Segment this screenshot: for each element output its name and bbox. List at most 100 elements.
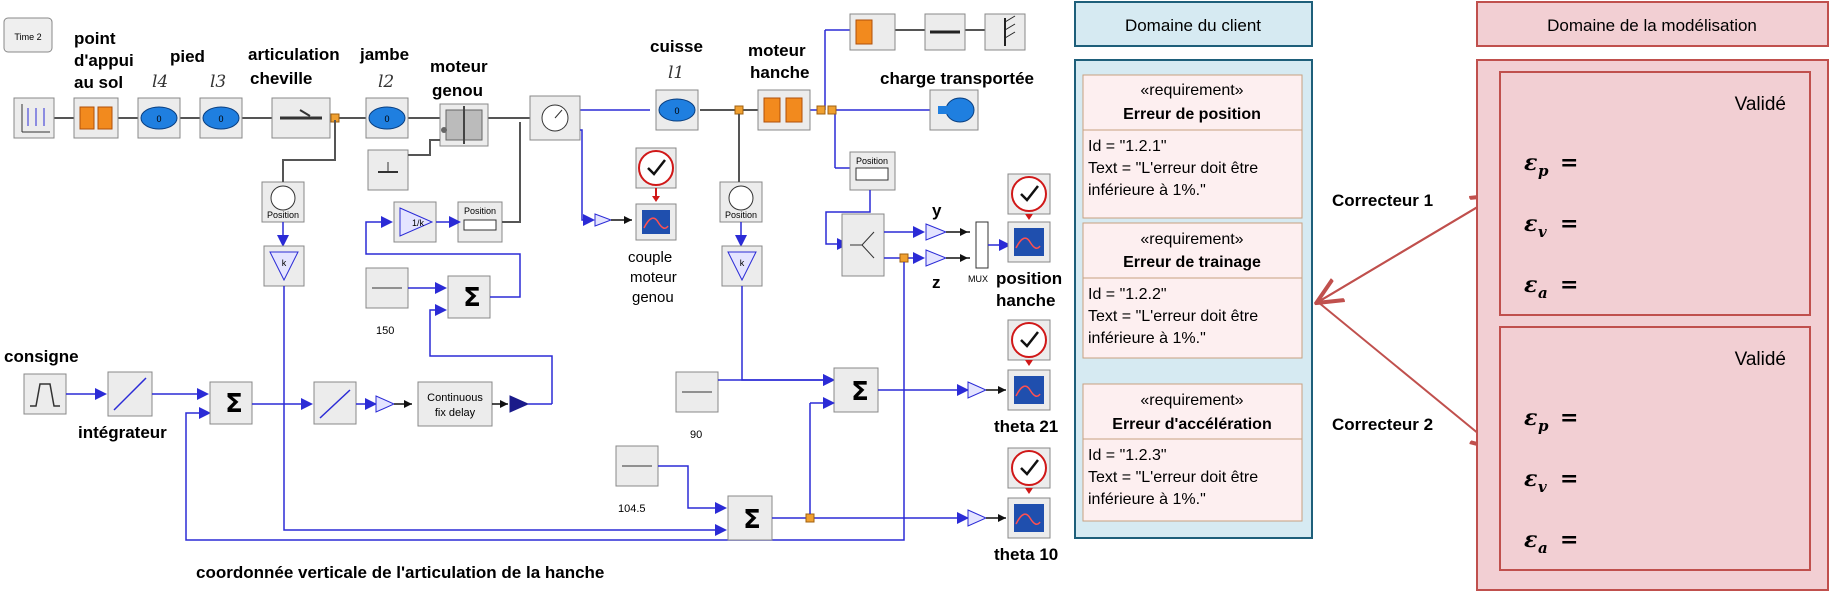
hip-motor-block[interactable] — [757, 89, 811, 131]
label-charge: charge transportée — [880, 69, 1034, 88]
support-point-block[interactable] — [73, 97, 119, 139]
requirement-position[interactable]: «requirement» Erreur de position Id = "1… — [1082, 74, 1303, 219]
foot-l4-block[interactable]: 0 — [137, 97, 181, 139]
correcteur-links: Correcteur 1 Correcteur 2 — [1318, 191, 1496, 448]
svg-text:=: = — [1560, 150, 1578, 176]
status-validated: Validé — [1735, 94, 1786, 115]
scope-couple[interactable] — [635, 147, 677, 241]
svg-text:=: = — [1560, 272, 1578, 298]
label-jambe: jambe — [359, 45, 409, 64]
clock-label: Time 2 — [14, 32, 41, 42]
label-point: point — [74, 29, 116, 48]
ankle-joint-block[interactable] — [271, 97, 331, 139]
svg-text:«requirement»: «requirement» — [1140, 392, 1243, 409]
fixed-block[interactable] — [367, 149, 409, 191]
correcteur-2-label: Correcteur 2 — [1332, 415, 1433, 434]
svg-text:Text = "L'erreur doit être: Text = "L'erreur doit être — [1088, 160, 1258, 177]
svg-text:«requirement»: «requirement» — [1140, 82, 1243, 99]
svg-text:Continuous: Continuous — [427, 392, 483, 404]
label-moteur-hanche-1: moteur — [748, 41, 806, 60]
const-150-block[interactable] — [365, 267, 409, 309]
gain-k-thigh[interactable]: k — [721, 245, 763, 287]
demux-block[interactable] — [841, 213, 885, 277]
svg-text:Position: Position — [725, 210, 757, 220]
label-couple: couple — [628, 249, 672, 266]
label-theta21: theta 21 — [994, 417, 1058, 436]
svg-text:=: = — [1560, 527, 1578, 553]
svg-text:a: a — [1538, 284, 1548, 302]
label-90: 90 — [690, 429, 702, 441]
bar-block[interactable] — [924, 13, 966, 51]
label-y: y — [932, 201, 942, 220]
sum-theta21[interactable]: Σ — [833, 367, 879, 413]
requirement-acceleration[interactable]: «requirement» Erreur d'accélération Id =… — [1082, 383, 1303, 522]
foot-l3-block[interactable]: 0 — [199, 97, 243, 139]
wall-block[interactable] — [984, 13, 1026, 51]
label-moteur-hanche-2: hanche — [750, 63, 810, 82]
label-l2: l2 — [378, 72, 394, 92]
correcteur-1-label: Correcteur 1 — [1332, 191, 1433, 210]
gain-inverse[interactable]: 1/k — [393, 201, 437, 243]
label-coord-verticale: coordonnée verticale de l'articulation d… — [196, 563, 604, 582]
label-couple-moteur: moteur — [630, 269, 677, 286]
label-au-sol: au sol — [74, 73, 123, 92]
svg-text:0: 0 — [384, 114, 389, 124]
label-moteur-genou-1: moteur — [430, 57, 488, 76]
label-couple-genou: genou — [632, 289, 674, 306]
svg-text:Id = "1.2.1": Id = "1.2.1" — [1088, 138, 1167, 155]
const-90-block[interactable] — [675, 371, 719, 413]
validation-box-2[interactable]: Validé ε p = ε v = ε a = — [1499, 326, 1811, 571]
svg-text:p: p — [1538, 162, 1549, 180]
sum-theta10[interactable]: Σ — [727, 495, 773, 541]
label-position: position — [996, 269, 1062, 288]
angle-sensor-top[interactable] — [529, 95, 581, 141]
knee-motor-block[interactable] — [439, 103, 489, 147]
position-sensor-hip[interactable]: Position — [849, 151, 896, 191]
consigne-source[interactable] — [23, 373, 67, 415]
thigh-l1-block[interactable]: 0 — [655, 89, 699, 131]
const-1045-block[interactable] — [615, 445, 659, 487]
svg-text:Σ: Σ — [225, 389, 243, 419]
svg-text:ε: ε — [1524, 150, 1537, 176]
label-cuisse: cuisse — [650, 37, 703, 56]
integrator-block[interactable] — [107, 371, 153, 417]
svg-text:Erreur de trainage: Erreur de trainage — [1123, 254, 1261, 271]
svg-text:ε: ε — [1524, 466, 1537, 492]
label-z: z — [932, 273, 941, 292]
load-mass-block[interactable] — [929, 89, 979, 131]
angle-sensor-ankle[interactable]: Position — [261, 181, 305, 223]
client-domain-header — [1074, 1, 1313, 47]
mux-block[interactable] — [975, 221, 989, 269]
angle-sensor-thigh[interactable]: Position — [719, 181, 763, 223]
svg-text:=: = — [1560, 466, 1578, 492]
requirement-trainage[interactable]: «requirement» Erreur de trainage Id = "1… — [1082, 222, 1303, 359]
svg-text:a: a — [1538, 539, 1548, 557]
xcos-diagram: Time 2 — [3, 13, 1062, 582]
svg-text:k: k — [282, 258, 287, 268]
load-orange-block[interactable] — [849, 13, 896, 51]
svg-text:«requirement»: «requirement» — [1140, 231, 1243, 248]
svg-text:ε: ε — [1524, 211, 1537, 237]
position-actuator[interactable]: Position — [457, 201, 503, 243]
gain-k-ankle[interactable]: k — [263, 245, 305, 287]
svg-text:Erreur de position: Erreur de position — [1123, 106, 1261, 123]
validation-box-1[interactable]: Validé ε p = ε v = ε a = — [1499, 71, 1811, 316]
svg-text:ε: ε — [1524, 527, 1537, 553]
sum-knee[interactable]: Σ — [447, 275, 491, 319]
sum-main[interactable]: Σ — [209, 381, 253, 425]
ramp-block[interactable] — [313, 381, 357, 425]
scope-theta10[interactable] — [1007, 447, 1051, 539]
svg-text:=: = — [1560, 211, 1578, 237]
svg-text:inférieure à 1%.": inférieure à 1%." — [1088, 330, 1206, 347]
scope-theta21[interactable] — [1007, 319, 1051, 411]
fix-delay-block[interactable]: Continuous fix delay — [417, 381, 493, 427]
ground-source-block[interactable] — [13, 97, 55, 139]
svg-text:p: p — [1538, 417, 1549, 435]
svg-text:k: k — [740, 258, 745, 268]
svg-text:1/k: 1/k — [412, 218, 425, 228]
leg-l2-block[interactable]: 0 — [365, 97, 409, 139]
scope-position-hanche[interactable] — [1007, 173, 1051, 263]
svg-text:Erreur d'accélération: Erreur d'accélération — [1112, 416, 1271, 433]
clock-block[interactable]: Time 2 — [3, 17, 53, 53]
